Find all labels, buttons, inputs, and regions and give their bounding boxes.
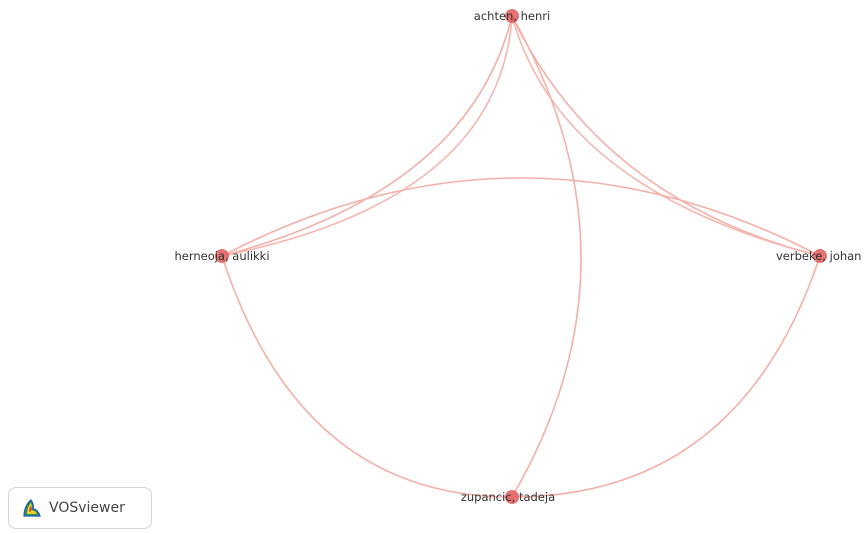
edge-achten-herneoja-2	[221, 15, 513, 257]
node-zupancic-label: zupancic, tadeja	[461, 490, 555, 504]
edge-achten-zupancic	[511, 15, 582, 498]
edge-herneoja-verbeke	[221, 177, 821, 257]
node-verbeke[interactable]: verbeke, johan	[776, 249, 861, 263]
node-achten-dot[interactable]	[505, 9, 519, 23]
node-achten[interactable]: achten, henri	[474, 9, 550, 23]
node-herneoja-label: herneoja, aulikki	[174, 249, 269, 263]
node-zupancic[interactable]: zupancic, tadeja	[461, 490, 555, 504]
node-verbeke-label: verbeke, johan	[776, 249, 861, 263]
node-herneoja-dot[interactable]	[215, 249, 229, 263]
vosviewer-logo-icon	[23, 499, 41, 517]
edge-achten-verbeke-2	[511, 15, 821, 257]
vosviewer-logo-text: VOSviewer	[49, 500, 125, 516]
node-zupancic-dot[interactable]	[505, 490, 519, 504]
node-herneoja[interactable]: herneoja, aulikki	[174, 249, 270, 263]
edge-achten-herneoja	[221, 15, 513, 257]
node-verbeke-dot[interactable]	[813, 249, 827, 263]
node-achten-label: achten, henri	[474, 9, 550, 23]
vosviewer-logo-badge[interactable]: VOSviewer	[8, 487, 152, 529]
edge-herneoja-zupancic	[221, 255, 513, 498]
edge-achten-verbeke	[511, 15, 821, 257]
edge-verbeke-zupancic	[511, 255, 821, 498]
